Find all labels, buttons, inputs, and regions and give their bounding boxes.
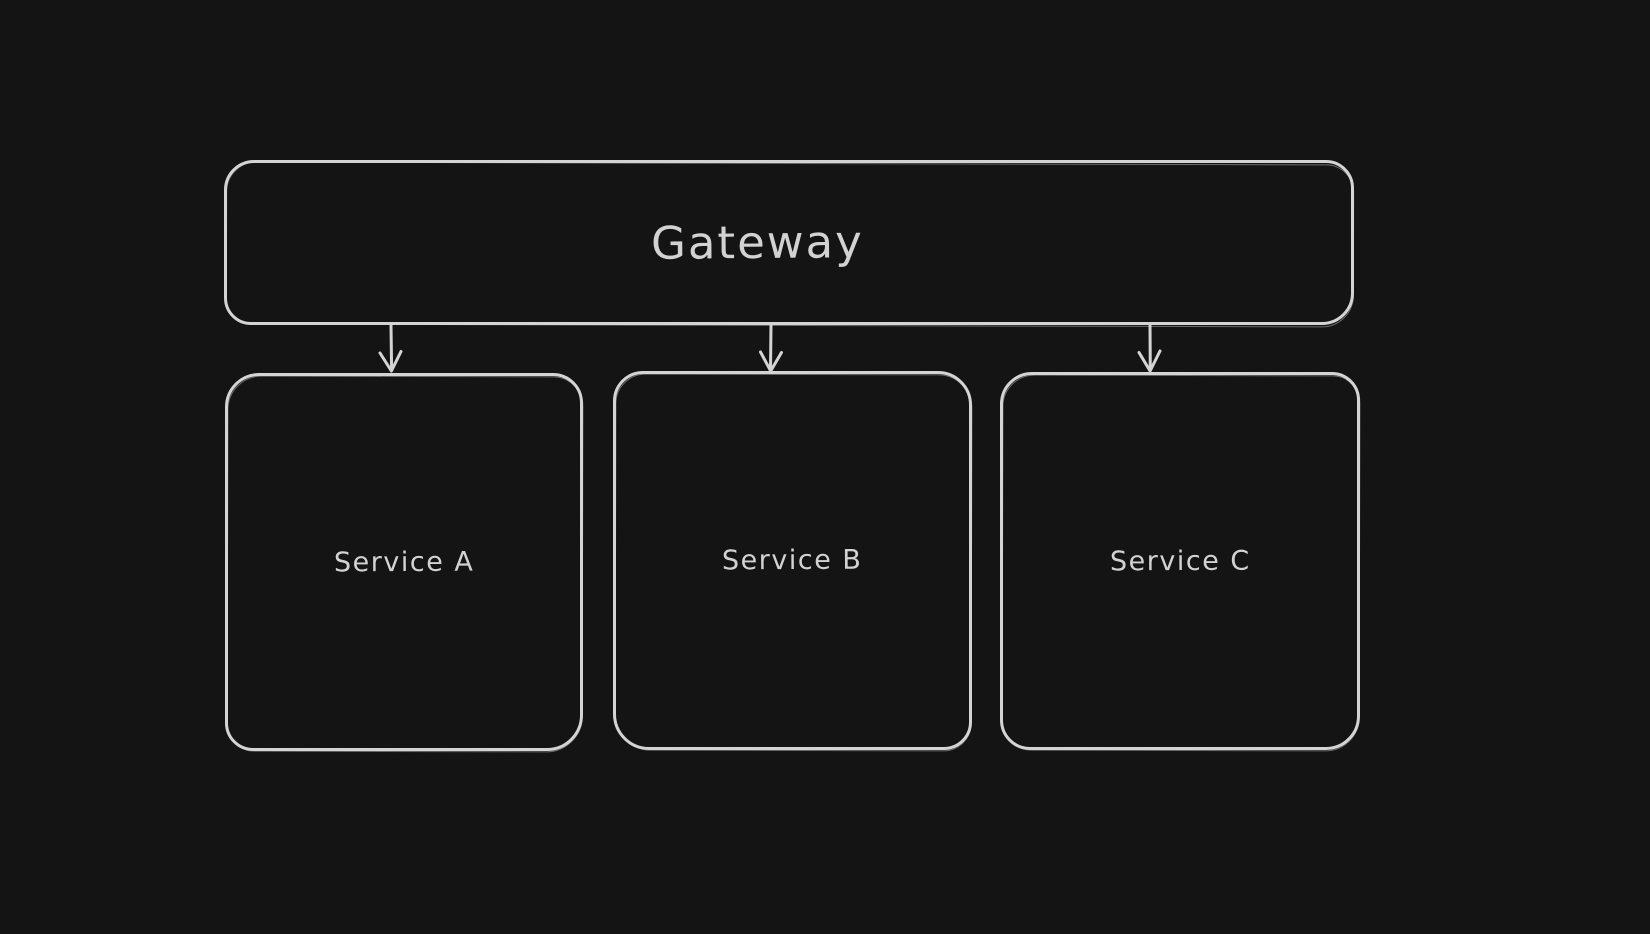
gateway-node[interactable]: Gateway [224,160,1354,325]
service-a-label: Service A [333,546,475,578]
service-a-node[interactable]: Service A [225,373,583,751]
arrow-gateway-to-service-b[interactable] [749,324,793,376]
service-b-label: Service B [722,544,863,577]
service-c-label: Service C [1109,545,1251,577]
gateway-label: Gateway [650,215,864,270]
arrow-gateway-to-service-a[interactable] [369,324,413,376]
service-b-node[interactable]: Service B [613,371,972,750]
arrow-gateway-to-service-c[interactable] [1128,324,1172,376]
service-c-node[interactable]: Service C [1000,372,1360,750]
